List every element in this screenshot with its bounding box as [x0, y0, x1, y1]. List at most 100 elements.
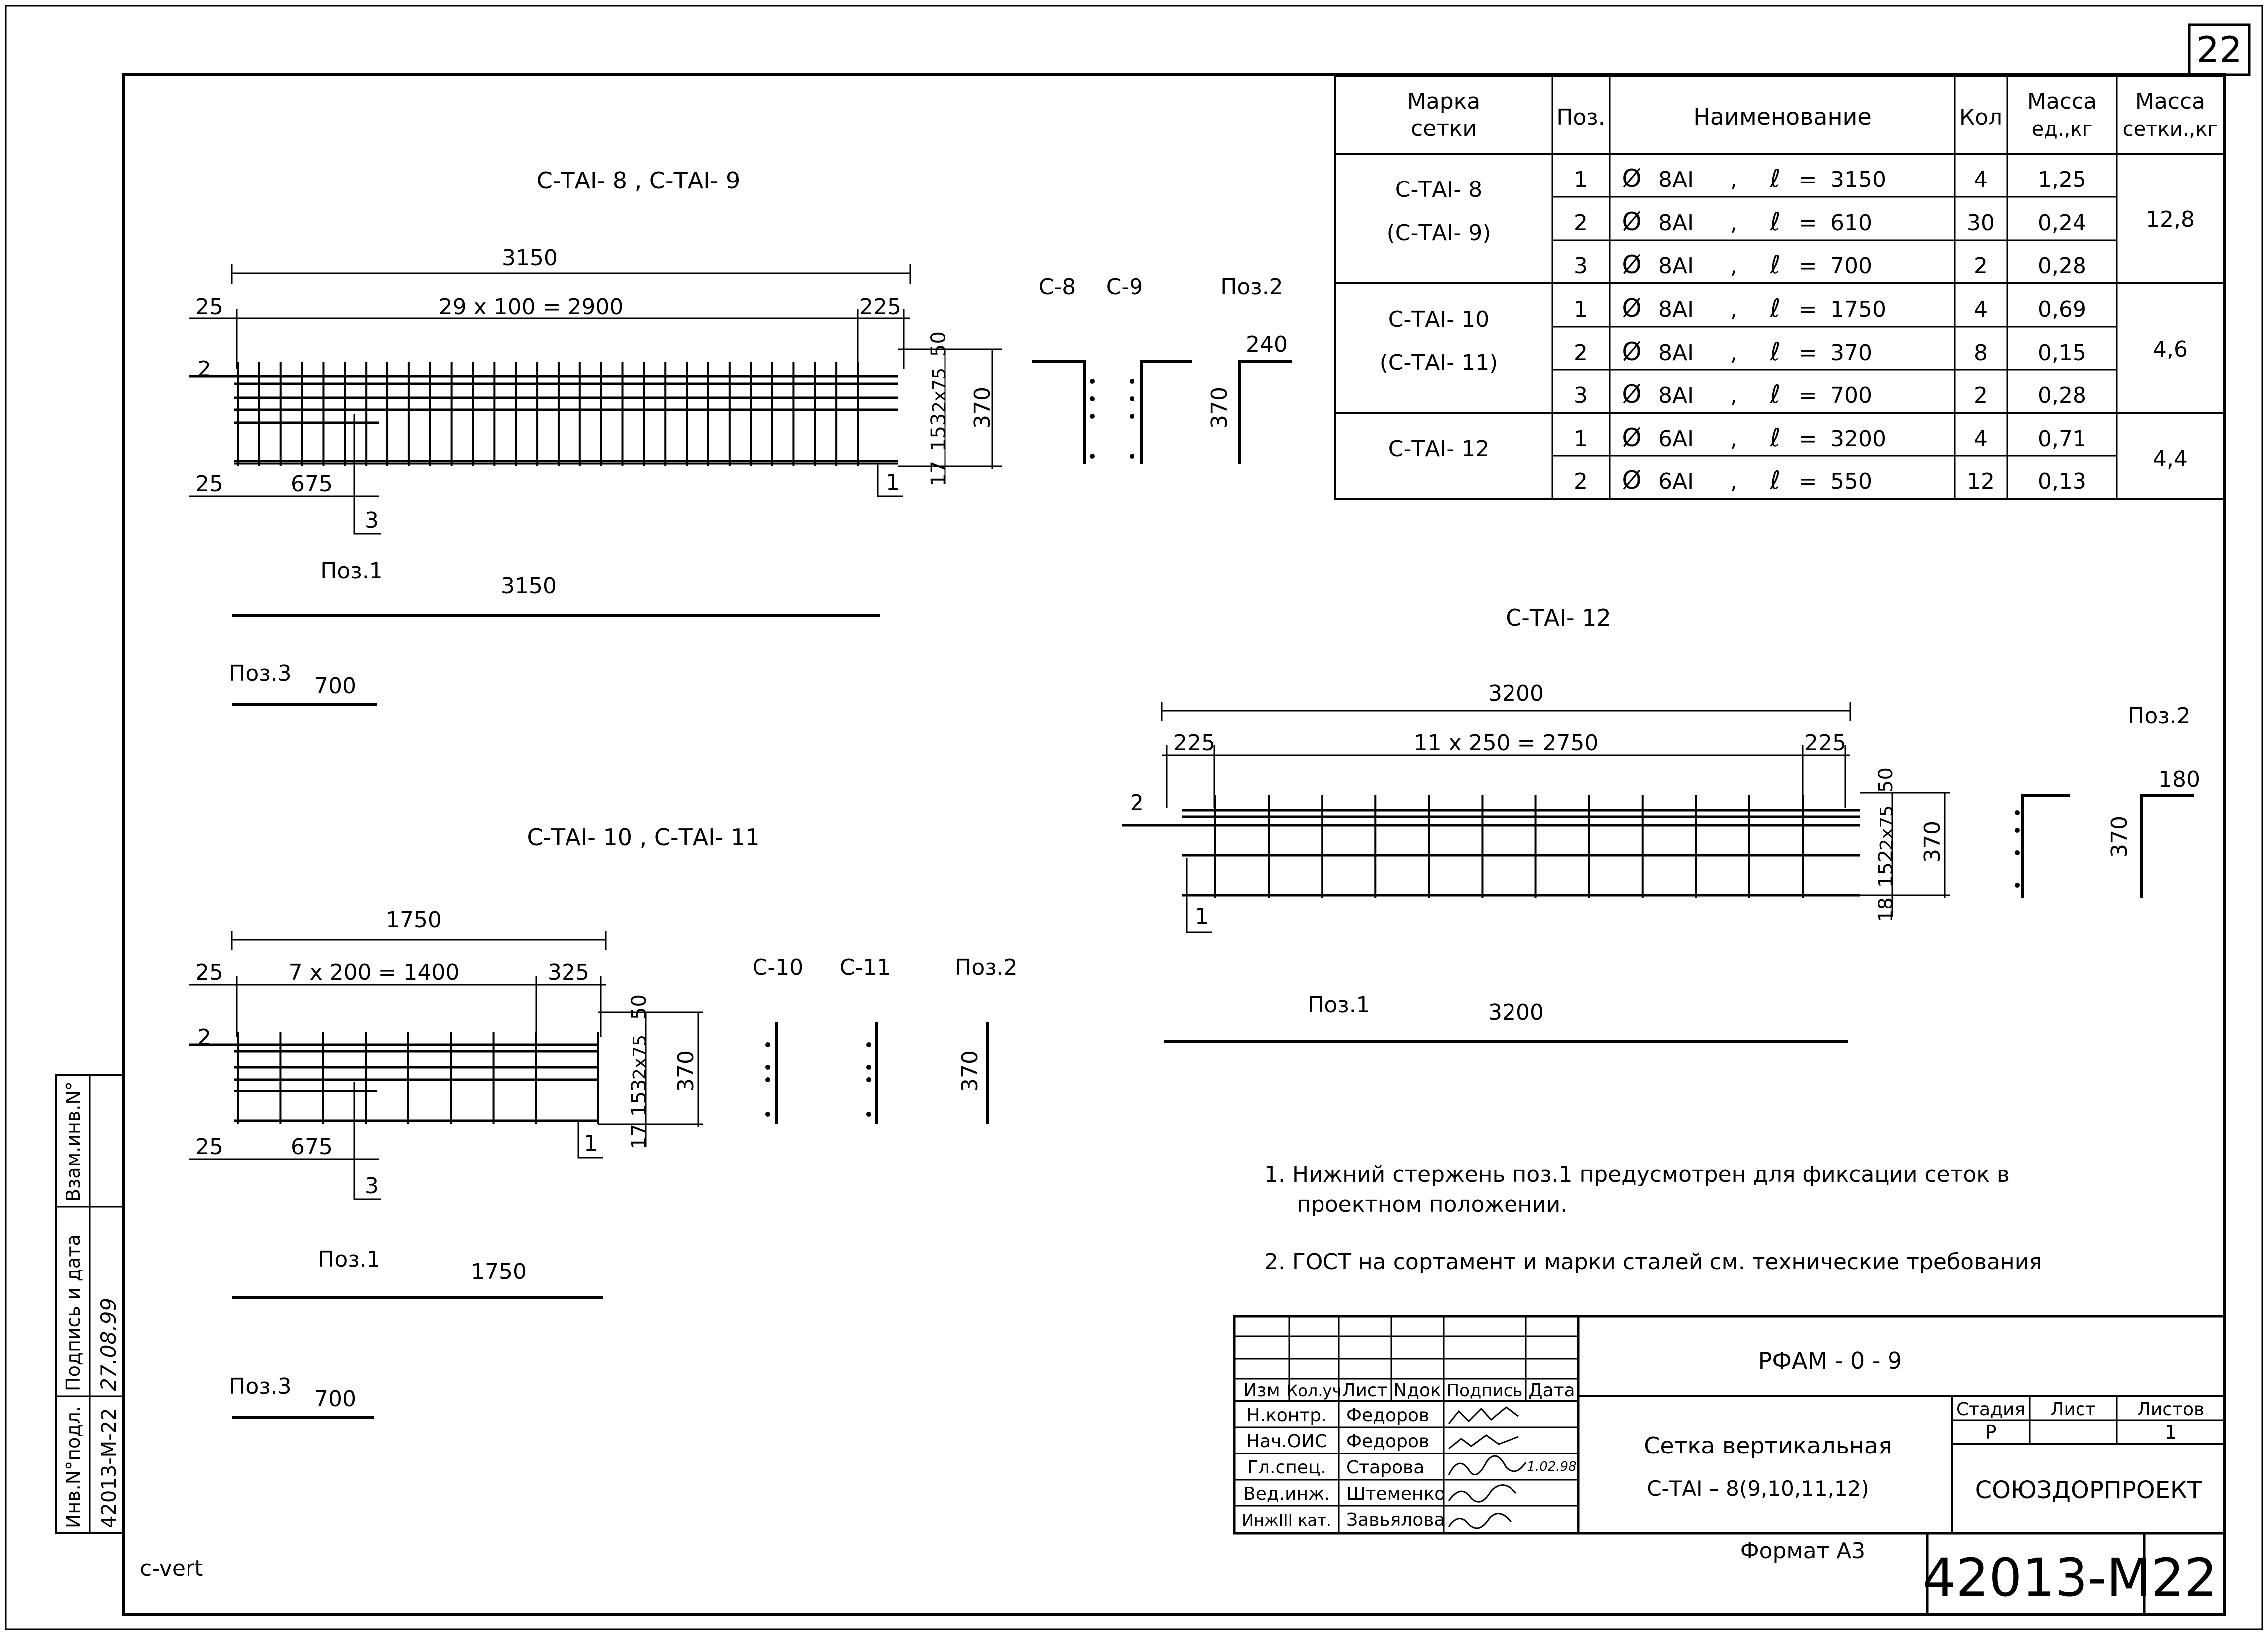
side-stamp: Взам.инв.N° Подпись и дата 27.08.99 Инв.… — [55, 1074, 125, 1534]
spec-g2-r1-diameter-icon: Ø — [1622, 294, 1641, 323]
mesh-12-height: 370 — [1920, 821, 1945, 863]
inv-label: Инв.N°подл. — [62, 1406, 84, 1528]
spec-g3-r2-eq: = — [1799, 469, 1817, 494]
section-c8-label: С-8 — [1039, 274, 1076, 300]
spec-g2-r2-length-icon: ℓ — [1770, 337, 1781, 366]
mesh-12-bottom-end: 18 — [1875, 897, 1897, 922]
mesh-12-left-end: 225 — [1173, 730, 1215, 756]
mesh-12-section-dots — [2015, 810, 2020, 888]
header-name: Наименование — [1693, 103, 1871, 130]
tb-sheets-header: Листов — [2137, 1399, 2204, 1420]
spec-g1-r2-len: 610 — [1830, 210, 1872, 236]
spec-g1-r1-length-icon: ℓ — [1770, 164, 1781, 193]
mesh-8-9-pos2-height: 370 — [1207, 387, 1232, 429]
tb-stage-header: Стадия — [1956, 1399, 2025, 1420]
section-c8-dots — [1090, 379, 1095, 459]
spec-g1-r1-diameter-icon: Ø — [1622, 164, 1641, 193]
note-1-line-1: 1. Нижний стержень поз.1 предусмотрен дл… — [1264, 1162, 2010, 1187]
mark2-group1: (С-ТАI- 9) — [1387, 220, 1491, 246]
mark-group3: С-ТАI- 12 — [1388, 436, 1489, 462]
mesh-12: С-ТАI- 12 3200 225 11 х 250 = 2750 225 5… — [1122, 604, 2200, 1043]
header-unit-mass-2: ед.,кг — [2032, 118, 2093, 141]
section-c9-dots — [1130, 379, 1134, 459]
section-c11-label: С-11 — [840, 955, 891, 980]
spec-g2-r3-eq: = — [1799, 383, 1817, 408]
spec-g2-r3-len: 700 — [1830, 383, 1872, 408]
spec-g2-r1-pos: 1 — [1574, 297, 1588, 322]
mark2-group2: (С-ТАI- 11) — [1380, 350, 1498, 375]
mesh-10-11-pos2-height: 370 — [957, 1050, 983, 1092]
spec-g2-r2-comma: , — [1730, 340, 1737, 365]
spec-g1-r3-qty: 2 — [1974, 253, 1988, 279]
spec-g2-r3-unit-mass: 0,28 — [2038, 383, 2086, 408]
spec-g1-r3-unit-mass: 0,28 — [2038, 253, 2086, 279]
spec-g3-r2-len: 550 — [1830, 469, 1872, 494]
mark-group1: С-ТАI- 8 — [1395, 177, 1482, 202]
note-2: 2. ГОСТ на сортамент и марки сталей см. … — [1264, 1249, 2042, 1274]
section-c11-dots — [866, 1042, 871, 1117]
mesh-10-11-callout-2: 2 — [197, 1025, 211, 1050]
spec-g2-r3-comma: , — [1730, 383, 1737, 408]
sheet-frame: 22 — [5, 5, 2263, 1630]
mesh-10-11-height: 370 — [673, 1050, 699, 1092]
mesh-10-11-callout-3: 3 — [365, 1173, 378, 1199]
spec-g2-r2-eq: = — [1799, 340, 1817, 365]
mesh-8-9-height: 370 — [970, 387, 995, 429]
mesh-8-9-pos3-label: Поз.3 — [229, 661, 291, 686]
tb-col-ndok: Nдок — [1393, 1380, 1441, 1401]
spec-g1-r1-comma: , — [1730, 167, 1737, 192]
mesh-12-pos2-label: Поз.2 — [2128, 703, 2190, 728]
mesh-8-9-callout-3: 3 — [365, 508, 378, 533]
mesh-12-pos1-len: 3200 — [1488, 1000, 1544, 1025]
mass-group1: 12,8 — [2146, 207, 2195, 232]
mesh-8-9-left-end: 25 — [195, 294, 223, 320]
spec-g3-r1-comma: , — [1730, 426, 1737, 452]
spec-g3-r1-pos: 1 — [1574, 426, 1588, 452]
tb-sheet-header: Лист — [2050, 1399, 2095, 1420]
mesh-8-9-spacing: 29 х 100 = 2900 — [439, 294, 624, 320]
top-sheet-number: 22 — [2196, 29, 2242, 71]
header-unit-mass-1: Масса — [2027, 89, 2097, 114]
inv-value: 42013-М-22 — [98, 1408, 121, 1528]
tb-col-izm: Изм — [1243, 1380, 1280, 1401]
spec-g2-r3-length-icon: ℓ — [1770, 380, 1781, 409]
tb-col-list: Лист — [1342, 1380, 1387, 1401]
mesh-12-callout-1: 1 — [1195, 904, 1209, 929]
mesh-8-9-callout-2: 2 — [197, 357, 211, 382]
tb-name-3: Старова — [1346, 1457, 1424, 1478]
sign-date-label: Подпись и дата — [62, 1234, 84, 1391]
mesh-8-9-top-gap: 50 — [927, 331, 950, 357]
mesh-10-11-mid-dim: 2x75 — [630, 1035, 650, 1080]
spec-g1-r2-length-icon: ℓ — [1770, 207, 1781, 236]
mesh-10-11-callout-1: 1 — [584, 1131, 598, 1156]
mesh-10-11-pos1-label: Поз.1 — [318, 1247, 380, 1272]
tb-organization: СОЮЗДОРПРОЕКТ — [1975, 1476, 2202, 1504]
tb-drawing-title-2: С-ТАI – 8(9,10,11,12) — [1647, 1476, 1869, 1501]
mesh-12-top-gap: 50 — [1875, 767, 1897, 793]
spec-g1-r3-diameter-icon: Ø — [1622, 250, 1641, 279]
mesh-12-pos1-label: Поз.1 — [1308, 992, 1370, 1018]
spec-g3-r2-dia: 6АI — [1658, 469, 1694, 494]
mesh-8-9-callout-1: 1 — [886, 470, 900, 495]
spec-g2-r2-len: 370 — [1830, 340, 1872, 365]
spec-g3-r2-comma: , — [1730, 469, 1737, 494]
spec-g1-r1-qty: 4 — [1974, 167, 1988, 192]
spec-g2-r3-qty: 2 — [1974, 383, 1988, 408]
spec-g2-r2-diameter-icon: Ø — [1622, 337, 1641, 366]
spec-g1-r2-diameter-icon: Ø — [1622, 207, 1641, 236]
section-c10-dots — [765, 1042, 770, 1117]
tb-format-label: Формат А3 — [1740, 1538, 1866, 1564]
header-net-mass-1: Масса — [2135, 89, 2205, 114]
mesh-8-9-left-bottom: 25 — [195, 471, 223, 497]
spec-g2-r2-dia: 8АI — [1658, 340, 1694, 365]
spec-g3-r1-eq: = — [1799, 426, 1817, 452]
spec-g1-r3-length-icon: ℓ — [1770, 250, 1781, 279]
file-name: c-vert — [140, 1556, 203, 1581]
tb-col-podpis: Подпись — [1447, 1381, 1523, 1401]
spec-g3-r1-unit-mass: 0,71 — [2038, 426, 2086, 452]
tb-project-code: РФАМ - 0 - 9 — [1758, 1347, 1902, 1374]
mesh-8-9-right-end: 225 — [859, 294, 901, 320]
mesh-10-11-bottom-end: 17 — [628, 1124, 651, 1149]
tb-name-1: Федоров — [1346, 1405, 1429, 1426]
